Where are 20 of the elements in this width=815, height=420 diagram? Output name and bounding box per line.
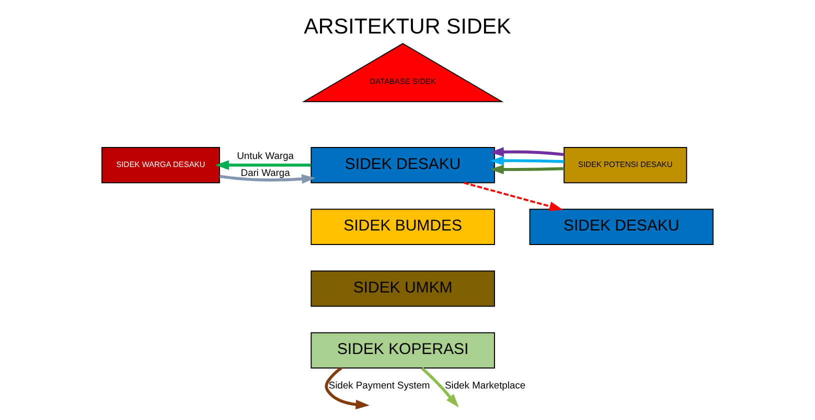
arrow xyxy=(464,182,564,211)
arrow xyxy=(215,160,311,170)
node-box: SIDEK UMKM xyxy=(310,270,495,307)
arrow xyxy=(219,174,316,184)
edge-label: Dari Warga xyxy=(240,168,290,179)
arrow xyxy=(420,367,459,408)
arrow xyxy=(490,156,564,166)
edge-label: Untuk Warga xyxy=(236,151,294,162)
node-box: SIDEK POTENSI DESAKU xyxy=(564,146,688,184)
node-box: SIDEK DESAKU xyxy=(529,208,714,245)
arrow xyxy=(490,147,564,157)
node-box: SIDEK BUMDES xyxy=(310,208,495,245)
edge-label: Sidek Payment System xyxy=(328,380,430,392)
diagram-title: ARSITEKTUR SIDEK xyxy=(304,13,512,38)
node-box: SIDEK WARGA DESAKU xyxy=(101,146,220,184)
arrow xyxy=(490,164,564,174)
arrow xyxy=(324,366,370,410)
node-box: SIDEK DESAKU xyxy=(310,146,495,184)
node-box: SIDEK KOPERASI xyxy=(310,332,495,368)
edge-label: Sidek Marketplace xyxy=(444,380,526,392)
